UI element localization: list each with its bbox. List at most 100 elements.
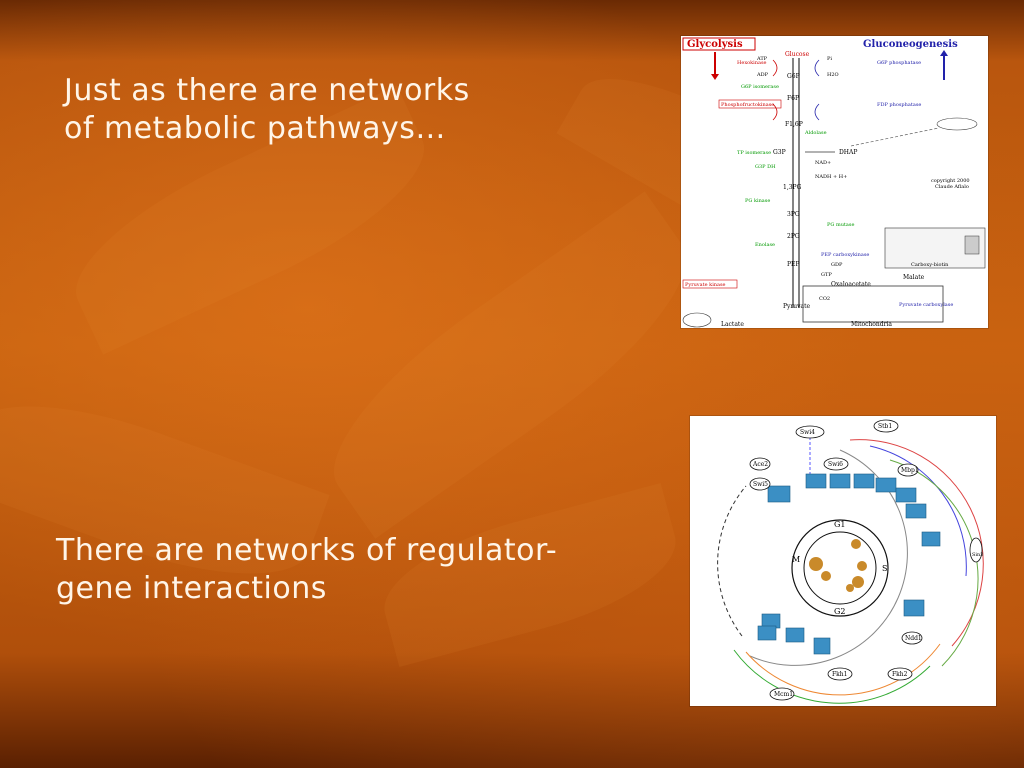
enzyme-pg-mutase: PG mutase <box>827 222 854 228</box>
complex-box <box>921 531 941 547</box>
node-13pg: 1,3PG <box>783 184 802 191</box>
phase-m: M <box>792 555 800 564</box>
regulator-ndd1: Ndd1 <box>905 635 922 642</box>
gluconeo-arrowhead <box>940 50 948 56</box>
regulator-node <box>827 667 853 681</box>
regulator-mcm1: Mcm1 <box>774 691 793 698</box>
cofactor-co2: CO2 <box>819 296 830 302</box>
regulator-stb1: Stb1 <box>878 423 892 430</box>
node-g3p: G3P <box>773 149 786 156</box>
enzyme-enolase: Enolase <box>755 242 775 248</box>
cofactor-nad: NAD+ <box>815 160 831 166</box>
phase-s: S <box>882 564 887 573</box>
node-pyruvate: Pyruvate <box>783 303 811 310</box>
caption-metabolic-pathways: Just as there are networks of metabolic … <box>64 72 470 148</box>
regulator-swi6: Swi6 <box>828 461 843 468</box>
caption-line: of metabolic pathways… <box>64 111 446 146</box>
cofactor-h2o: H2O <box>827 72 839 78</box>
node-lactate: Lactate <box>721 321 744 328</box>
caption-line: There are networks of regulator- <box>56 533 558 568</box>
enzyme-hexokinase: Hexokinase <box>737 60 767 66</box>
regulator-swi4: Swi4 <box>800 429 815 436</box>
regulator-network-diagram: G1 S G2 M Swi4 Stb1 <box>690 416 996 706</box>
cell-cycle-inner <box>803 531 877 605</box>
node-oxaloacetate: Oxaloacetate <box>831 281 871 288</box>
regulator-swi5: Swi5 <box>753 481 768 488</box>
regulator-fkh2: Fkh2 <box>892 671 908 678</box>
regnet-svg: G1 S G2 M Swi4 Stb1 <box>717 419 984 704</box>
regulator-node <box>969 537 983 563</box>
metabolic-pathway-diagram: Glycolysis Gluconeogenesis Glucose G6P F… <box>681 36 988 328</box>
gluconeogenesis-title: Gluconeogenesis <box>863 39 958 50</box>
caption-line: Just as there are networks <box>64 73 470 108</box>
mitochondria-label: Mitochondria <box>851 321 892 328</box>
node-glucose: Glucose <box>785 51 810 58</box>
enzyme-pyruvate-kinase: Pyruvate kinase <box>685 282 726 288</box>
phase-g2: G2 <box>834 607 845 616</box>
regnet-arc <box>745 643 941 696</box>
enzyme-pg-kinase: PG kinase <box>745 198 770 204</box>
cofactor-gdp: GDP <box>831 262 843 268</box>
regulator-node <box>795 425 825 439</box>
regulator-mbp1: Mbp1 <box>901 467 919 474</box>
complex-box <box>813 637 831 655</box>
node-g6p: G6P <box>787 73 800 80</box>
node-3pg: 3PG <box>787 211 800 218</box>
regulator-node <box>749 477 771 491</box>
caption-regulator-networks: There are networks of regulator- gene in… <box>56 532 557 608</box>
cofactor-pi: Pi <box>827 56 832 62</box>
complex-box <box>853 473 875 489</box>
node-malate: Malate <box>903 274 925 281</box>
regnet-arc <box>869 445 967 577</box>
phase-g1: G1 <box>834 520 845 529</box>
enzyme-pyruvate-carboxylase: Pyruvate carboxylase <box>899 302 953 308</box>
complex-box <box>903 599 925 617</box>
regulator-node <box>897 463 919 477</box>
regnet-arc <box>733 649 931 704</box>
regulator-node <box>901 631 923 645</box>
enzyme-g3p-dh: G3P DH <box>755 164 776 170</box>
cell-cycle-outer <box>791 519 889 617</box>
complex-box <box>805 473 827 489</box>
regnet-arc <box>717 485 747 637</box>
chromosome-blobs <box>809 539 867 592</box>
node-pep: PEP <box>787 261 799 268</box>
complex-box <box>905 503 927 519</box>
pathway-svg: Glycolysis Gluconeogenesis Glucose G6P F… <box>682 37 986 328</box>
regulator-ace2: Ace2 <box>752 461 768 468</box>
enzyme-g6p-phosphatase: G6P phosphatase <box>877 60 921 66</box>
regulator-sin3: Sin3 <box>972 552 983 558</box>
enzyme-aldolase: Aldolase <box>804 130 827 136</box>
copyright-text: copyright 2000 <box>931 178 970 184</box>
complex-box <box>829 473 851 489</box>
cofactor-nadh: NADH + H+ <box>815 174 847 180</box>
regulator-node <box>873 419 899 433</box>
copyright-author: Claude Aflalo <box>935 184 969 190</box>
regulator-node <box>823 457 849 471</box>
regulator-fkh1: Fkh1 <box>832 671 847 678</box>
cofactor-gtp: GTP <box>821 272 832 278</box>
complex-box <box>875 477 897 493</box>
enzyme-carboxy-biotin: Carboxy-biotin <box>911 262 949 268</box>
caption-line: gene interactions <box>56 571 327 606</box>
enzyme-g6p-isomerase: G6P isomerase <box>741 84 779 90</box>
glycolysis-arrowhead <box>711 74 719 80</box>
node-f16p: F1,6P <box>785 121 803 128</box>
node-dhap: DHAP <box>839 149 857 156</box>
complex-box <box>757 625 777 641</box>
cofactor-atp: ATP <box>756 56 768 62</box>
mitochondria-box <box>802 285 944 323</box>
regulator-node <box>769 687 795 701</box>
glycolysis-title: Glycolysis <box>687 39 743 50</box>
complex-box <box>895 487 917 503</box>
enzyme-pfk: Phosphofructokinase <box>721 102 774 108</box>
node-f6p: F6P <box>787 95 799 102</box>
node-2pg: 2PG <box>787 233 800 240</box>
complex-box <box>785 627 805 643</box>
enzyme-pepck: PEP carboxykinase <box>821 252 869 258</box>
regulator-node <box>749 457 771 471</box>
complex-box <box>767 485 791 503</box>
enzyme-fdp-phosphatase: FDP phosphatase <box>877 102 921 108</box>
enzyme-tp-isomerase: TP isomerase <box>737 150 771 156</box>
cofactor-adp: ADP <box>756 72 769 78</box>
